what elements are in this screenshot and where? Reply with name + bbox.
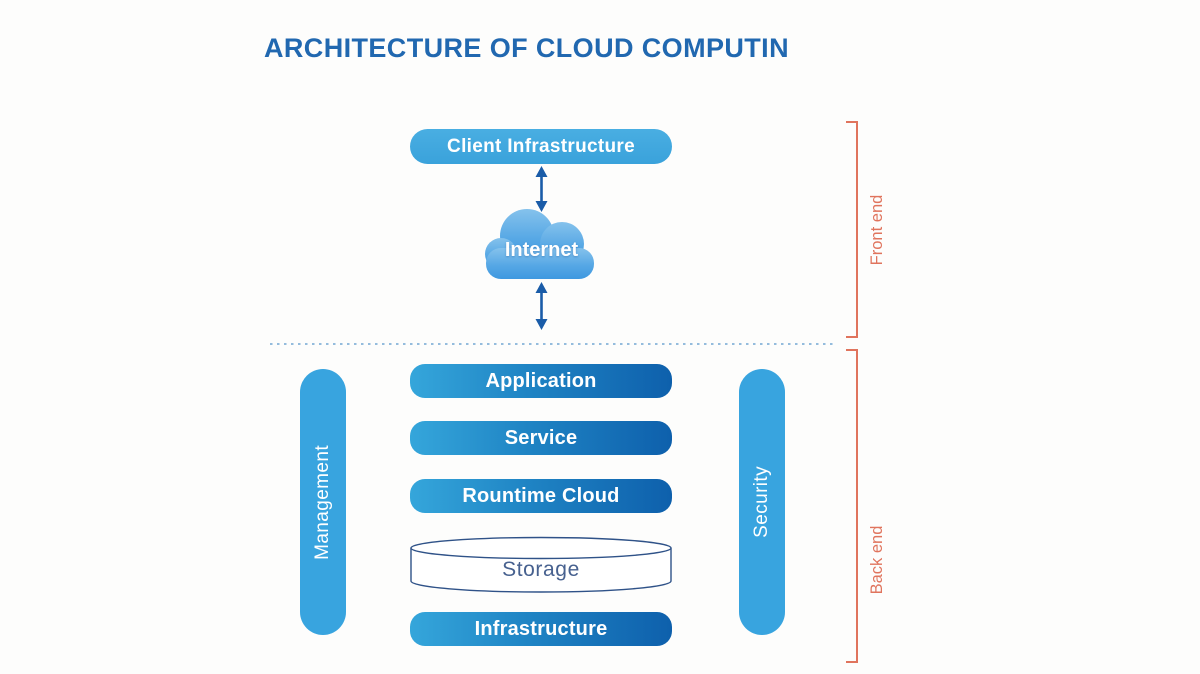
management-label: Management <box>312 444 333 560</box>
application-layer-node: Application <box>410 364 672 398</box>
infrastructure-label: Infrastructure <box>474 617 608 640</box>
double-arrow-icon <box>533 282 550 330</box>
page-title: ARCHITECTURE OF CLOUD COMPUTIN <box>264 33 789 63</box>
runtime-cloud-label: Rountime Cloud <box>462 484 620 507</box>
security-node: Security <box>739 369 785 635</box>
internet-cloud-icon: Internet <box>481 206 602 281</box>
storage-label: Storage <box>502 558 580 581</box>
back-end-bracket <box>846 349 858 663</box>
security-label: Security <box>751 466 772 538</box>
front-end-label: Front end <box>867 194 886 266</box>
runtime-cloud-layer-node: Rountime Cloud <box>410 479 672 513</box>
frontend-backend-divider <box>270 343 836 345</box>
application-label: Application <box>485 369 597 392</box>
service-layer-node: Service <box>410 421 672 455</box>
client-infrastructure-node: Client Infrastructure <box>410 129 672 164</box>
infrastructure-layer-node: Infrastructure <box>410 612 672 646</box>
management-node: Management <box>300 369 346 635</box>
front-end-bracket <box>846 121 858 338</box>
internet-label: Internet <box>504 239 579 261</box>
back-end-label: Back end <box>867 525 886 595</box>
client-infrastructure-label: Client Infrastructure <box>447 135 635 157</box>
double-arrow-icon <box>533 166 550 212</box>
storage-cylinder-node: Storage <box>409 536 673 594</box>
service-label: Service <box>504 426 578 449</box>
